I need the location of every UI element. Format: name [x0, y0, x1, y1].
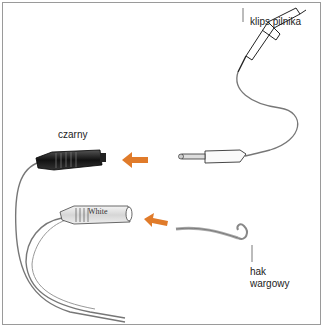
cable: [237, 72, 298, 156]
leader-line: [252, 245, 253, 262]
cable: [32, 220, 95, 309]
part-label: hak wargowy: [250, 266, 296, 289]
insert-arrow: [122, 152, 168, 227]
leader-line: [243, 8, 244, 22]
cable: [16, 162, 125, 322]
black-connector: [36, 150, 106, 170]
color-label: czarny: [58, 129, 87, 141]
white-connector: [60, 206, 132, 224]
part-label: klips pilnika: [250, 16, 301, 28]
file-clip: [238, 8, 306, 72]
frame: [3, 3, 321, 325]
plug: [179, 150, 247, 163]
connector-print: White: [88, 207, 108, 216]
lip-hook: [176, 224, 247, 239]
cable: [26, 218, 125, 318]
